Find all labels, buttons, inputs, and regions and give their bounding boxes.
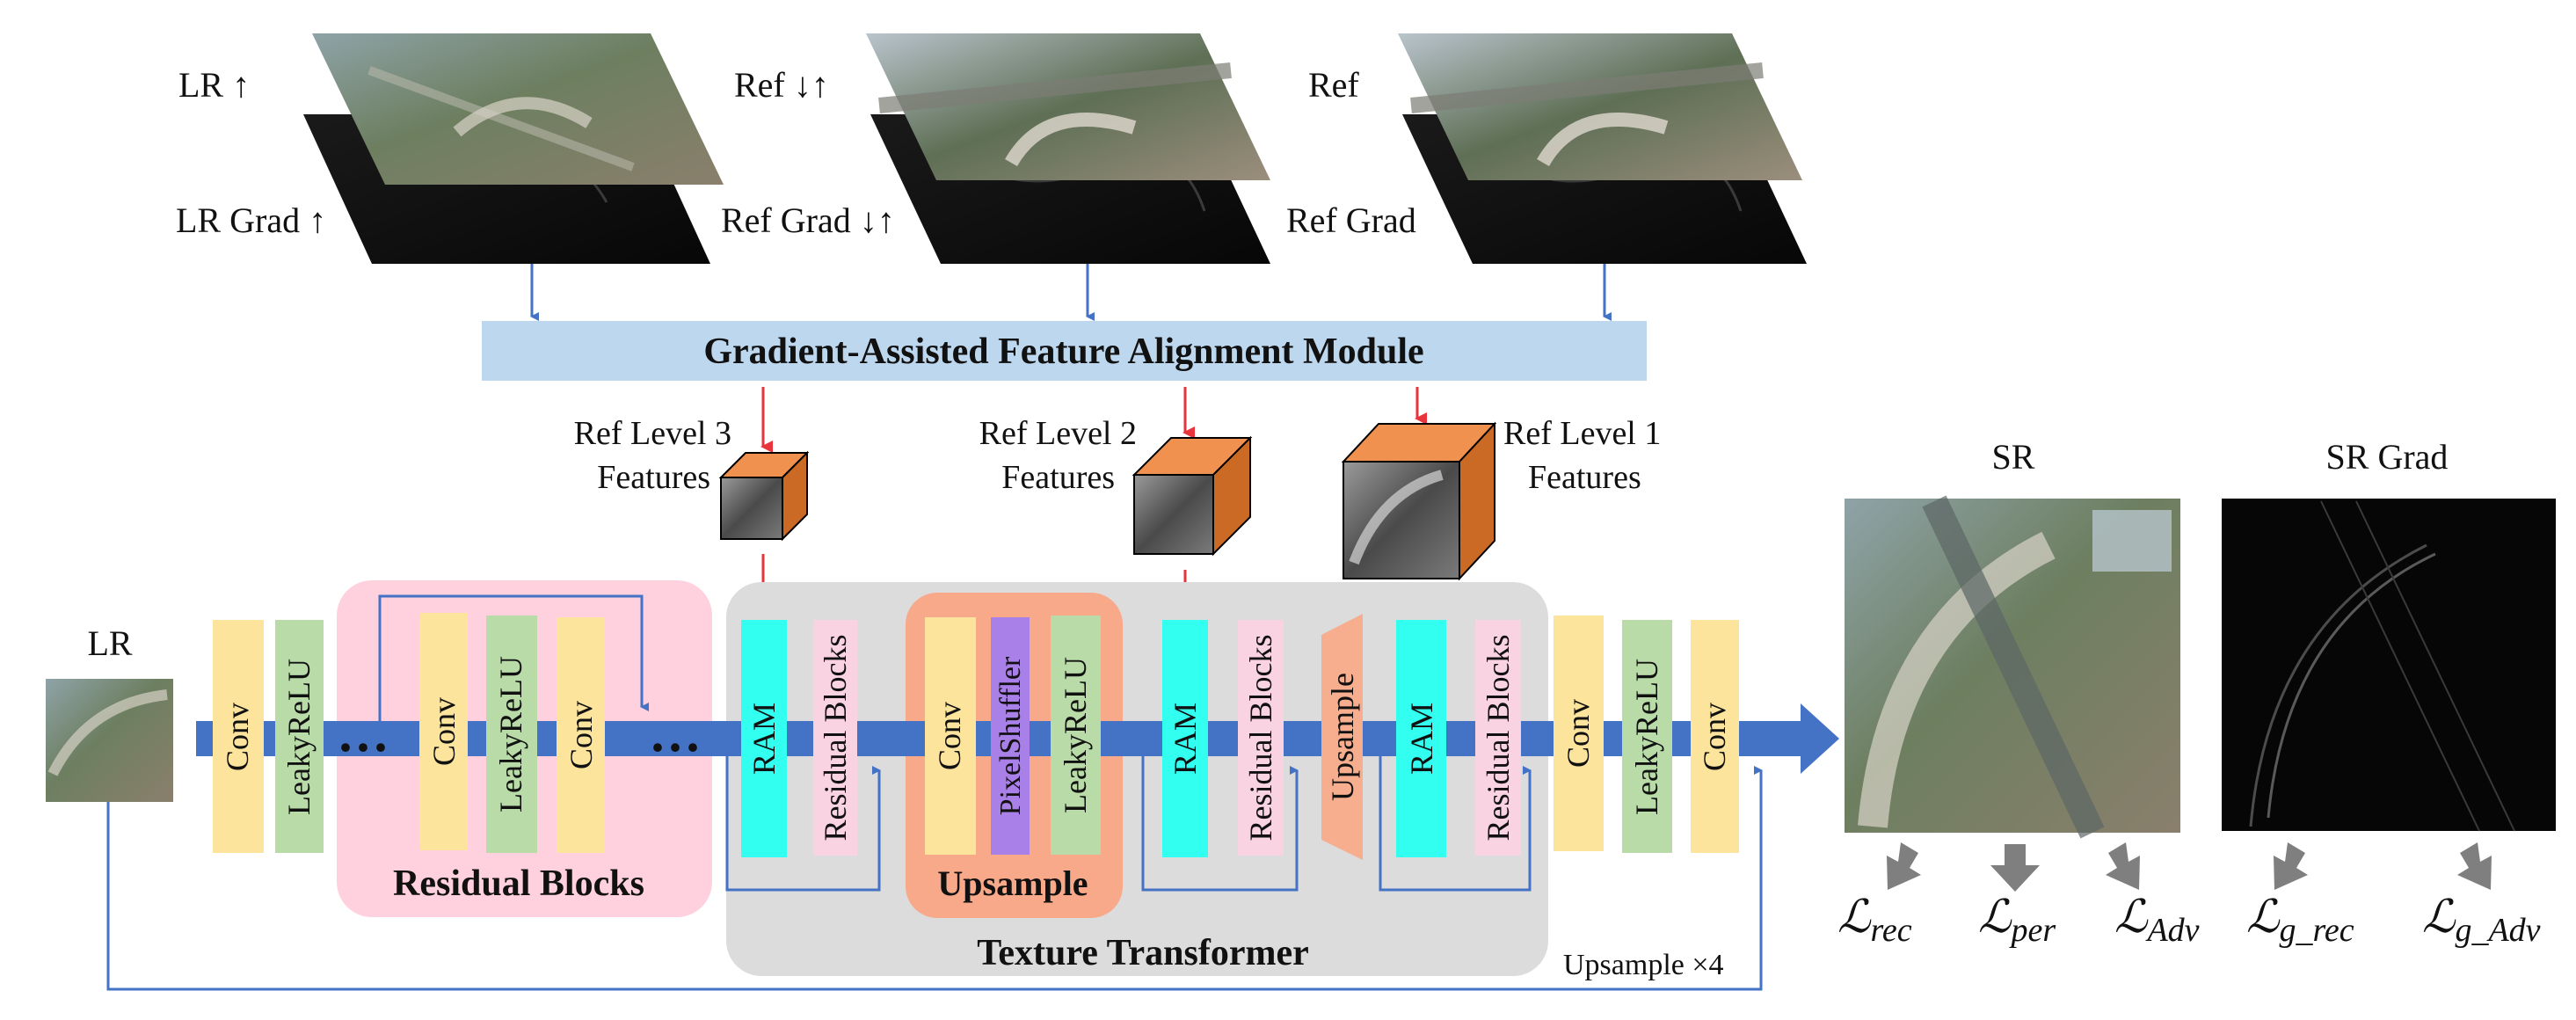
- ref-level3-line1: Ref Level 3: [574, 415, 731, 452]
- ref-level2-cube: [1132, 435, 1253, 557]
- svg-text:Residual Blocks: Residual Blocks: [818, 635, 853, 842]
- rb-conv-2-block: Conv: [557, 617, 605, 853]
- head-leakyrelu-block: LeakyReLU: [275, 620, 324, 853]
- up-conv-block: Conv: [925, 617, 976, 855]
- svg-text:LeakyReLU: LeakyReLU: [493, 656, 528, 812]
- sr-label: SR: [1992, 437, 2035, 477]
- svg-text:Residual Blocks: Residual Blocks: [1243, 635, 1278, 842]
- ellipsis-1: ···: [337, 718, 389, 776]
- loss-arrow-g-adv: [2457, 842, 2492, 890]
- ref-down-up-label: Ref ↓↑: [734, 65, 829, 105]
- tt-skip-2: [1141, 756, 1299, 892]
- svg-text:LeakyReLU: LeakyReLU: [1058, 657, 1093, 813]
- residual-blocks-2-block: Residual Blocks: [1238, 620, 1284, 856]
- ref-grad-down-up-label: Ref Grad ↓↑: [721, 200, 895, 240]
- loss-arrow-adv: [2106, 842, 2140, 890]
- svg-text:Conv: Conv: [426, 697, 462, 766]
- residual-blocks-1-block: Residual Blocks: [813, 620, 857, 856]
- rb-conv-1-block: Conv: [419, 613, 468, 850]
- upsample-group-label: Upsample: [937, 863, 1088, 903]
- rb-leakyrelu-block: LeakyReLU: [486, 616, 537, 853]
- tt-skip-1: [725, 756, 881, 892]
- svg-text:Conv: Conv: [932, 702, 967, 770]
- residual-skip-connection: [378, 594, 649, 721]
- tail-conv-2-block: Conv: [1691, 620, 1739, 853]
- loss-g-rec: ℒg_rec: [2246, 892, 2354, 949]
- svg-text:Conv: Conv: [220, 703, 255, 771]
- sr-grad-label: SR Grad: [2326, 437, 2449, 477]
- up-leakyrelu-block: LeakyReLU: [1051, 616, 1101, 855]
- tt-skip-3: [1379, 756, 1532, 892]
- top-image-stack-3: Ref Ref Grad: [1286, 33, 1807, 264]
- svg-text:Residual Blocks: Residual Blocks: [1481, 635, 1516, 842]
- ref-level3-cube: [718, 450, 810, 542]
- loss-per: ℒper: [1978, 892, 2056, 949]
- svg-text:Upsample: Upsample: [1325, 673, 1360, 801]
- gfam-label: Gradient-Assisted Feature Alignment Modu…: [703, 332, 1423, 372]
- ref-level2-line1: Ref Level 2: [979, 415, 1137, 452]
- ref-level1-line1: Ref Level 1: [1503, 415, 1661, 452]
- main-pipeline-arrowhead: [1801, 703, 1839, 774]
- tail-conv-1-block: Conv: [1554, 616, 1604, 851]
- residual-blocks-group-label: Residual Blocks: [393, 863, 644, 904]
- upsample-trapezoid-block: Upsample: [1321, 614, 1363, 860]
- ram-3-block: RAM: [1396, 620, 1446, 857]
- lr-long-skip: [106, 766, 1763, 991]
- loss-arrow-rec: [1887, 842, 1921, 890]
- sr-grad-output-image: [2222, 499, 2556, 832]
- head-conv-block: Conv: [213, 620, 264, 853]
- svg-text:RAM: RAM: [1404, 703, 1439, 775]
- loss-arrow-per: [1990, 844, 2040, 892]
- gfam-bar: [482, 321, 1647, 381]
- residual-blocks-3-block: Residual Blocks: [1475, 620, 1521, 856]
- svg-text:PixelShuffler: PixelShuffler: [994, 656, 1027, 815]
- top-image-stack-2: Ref ↓↑ Ref Grad ↓↑: [721, 33, 1270, 264]
- svg-text:RAM: RAM: [1168, 703, 1203, 775]
- ref-level2-line2: Features: [1001, 459, 1115, 496]
- svg-text:Conv: Conv: [1561, 699, 1596, 768]
- loss-arrows: [1887, 842, 2492, 892]
- ref-level3-line2: Features: [597, 459, 710, 496]
- loss-adv: ℒAdv: [2114, 892, 2200, 949]
- tail-leakyrelu-block: LeakyReLU: [1622, 620, 1672, 853]
- svg-text:RAM: RAM: [746, 703, 782, 775]
- loss-arrow-g-rec: [2274, 842, 2308, 890]
- loss-g-adv: ℒg_Adv: [2422, 892, 2541, 949]
- ram-2-block: RAM: [1162, 620, 1208, 857]
- svg-text:LeakyReLU: LeakyReLU: [281, 659, 317, 815]
- svg-text:Conv: Conv: [1697, 703, 1732, 771]
- texture-transformer-group-label: Texture Transformer: [977, 933, 1309, 973]
- svg-text:LeakyReLU: LeakyReLU: [1629, 659, 1664, 815]
- lr-grad-up-label: LR Grad ↑: [176, 200, 326, 240]
- ellipsis-2: ···: [649, 718, 702, 776]
- ref-level1-cube: [1341, 421, 1497, 581]
- pixelshuffler-block: PixelShuffler: [991, 617, 1030, 855]
- top-image-stack-1: LR ↑ LR Grad ↑: [176, 33, 724, 264]
- ref-level1-line2: Features: [1528, 459, 1641, 496]
- lr-up-label: LR ↑: [178, 65, 250, 105]
- ram-1-block: RAM: [741, 620, 787, 857]
- loss-rec: ℒrec: [1837, 892, 1912, 949]
- ref-grad-label: Ref Grad: [1286, 200, 1416, 240]
- ref-label: Ref: [1308, 65, 1359, 105]
- svg-text:Conv: Conv: [564, 701, 599, 769]
- sr-output-image: [1845, 495, 2180, 839]
- upsample-x4-label: Upsample ×4: [1563, 949, 1724, 981]
- lr-label: LR: [87, 623, 132, 663]
